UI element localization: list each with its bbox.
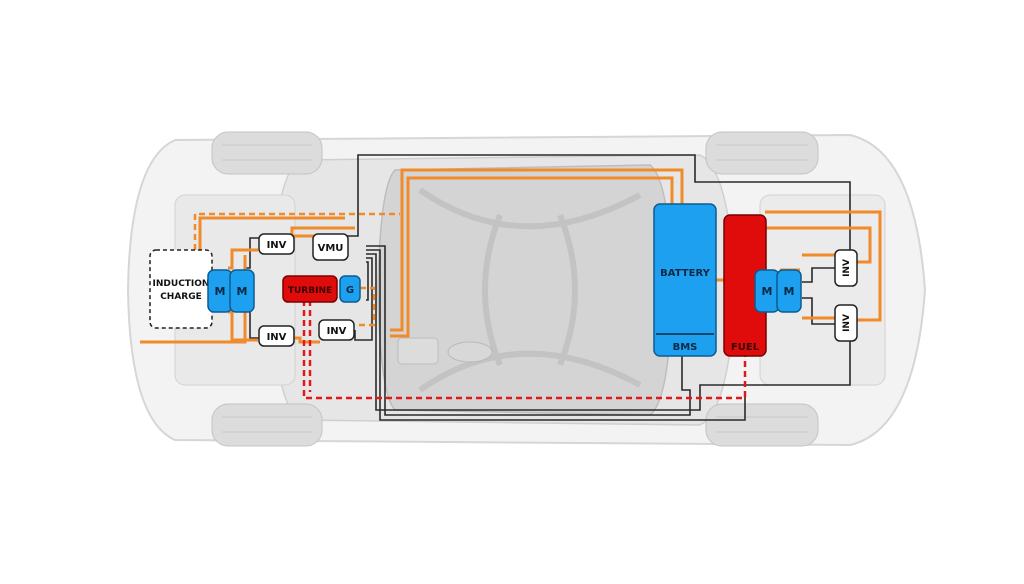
wheel-front-right [211,403,323,447]
battery-pack: BATTERY BMS [653,203,717,357]
wheel-rear-left [705,131,819,175]
vmu-label: VMU [318,243,344,254]
fuel-tank: FUEL [723,214,767,357]
rear-motor-left: M [754,269,780,313]
induction-charge-label-line2: CHARGE [160,292,202,302]
inverter-middle-label: INV [327,326,347,337]
inverter-front-bottom-label: INV [267,332,287,343]
inverter-front-bottom: INV [258,325,295,347]
generator-label: G [346,285,354,296]
inverter-front-top: INV [258,233,295,255]
signal-lines [245,154,851,421]
front-motor-left-label: M [215,285,226,298]
inverter-front-top-label: INV [267,240,287,251]
inverter-rear-top: INV [834,249,858,287]
inverter-rear-top-label: INV [842,259,852,277]
wheel-front-left [211,131,323,175]
inverter-rear-bottom: INV [834,304,858,342]
generator: G [339,275,361,303]
battery-label: BATTERY [660,268,710,279]
inverter-middle: INV [318,319,355,341]
wheel-rear-right [705,403,819,447]
fuel-lines [302,300,747,400]
turbine-label: TURBINE [288,286,332,296]
rear-motor-right-label: M [784,285,795,298]
charge-lines [193,212,400,327]
induction-charge-pad: INDUCTION CHARGE [149,249,213,329]
inverter-rear-bottom-label: INV [842,314,852,332]
turbine: TURBINE [282,275,338,303]
bms-label: BMS [673,342,698,353]
induction-charge-label-line1: INDUCTION [153,279,210,289]
rear-motor-left-label: M [762,285,773,298]
rear-motor-right: M [776,269,802,313]
vmu-controller: VMU [312,233,349,261]
front-motor-right-label: M [237,285,248,298]
fuel-label: FUEL [731,342,760,353]
front-motor-left: M [207,269,233,313]
front-motor-right: M [229,269,255,313]
